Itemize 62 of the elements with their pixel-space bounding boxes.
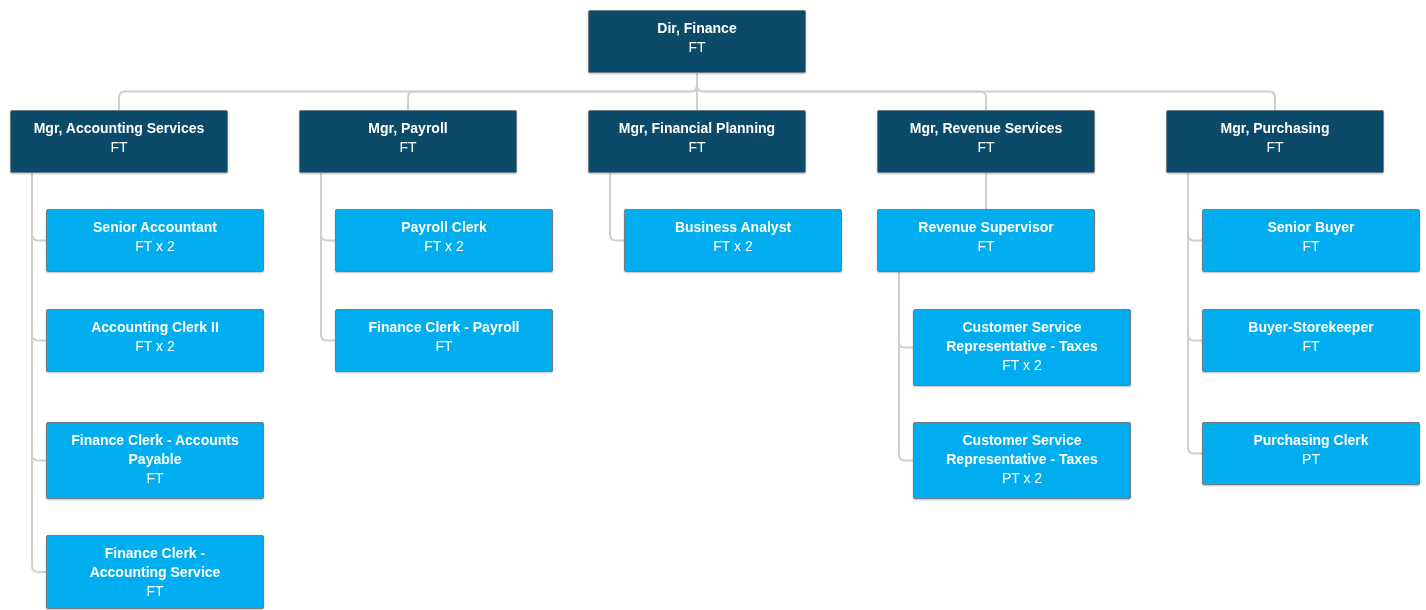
employment-status: FT x 2 (134, 237, 176, 256)
employment-status: FT (1301, 337, 1321, 356)
job-title: Payroll Clerk (400, 218, 488, 237)
job-title: Customer Service Representative - Taxes (945, 318, 1099, 356)
manager-box (588, 110, 806, 173)
position-box (46, 422, 264, 499)
employment-status: FT x 2 (423, 237, 465, 256)
connector-line (985, 172, 987, 210)
employment-status: FT (687, 138, 707, 157)
employment-status: FT x 2 (1001, 356, 1043, 375)
manager-box (588, 10, 806, 73)
employment-status: FT (398, 138, 418, 157)
job-title: Mgr, Accounting Services (32, 119, 206, 138)
position-box (913, 309, 1131, 386)
position-box (913, 422, 1131, 499)
job-title: Dir, Finance (656, 19, 738, 38)
connector-line (898, 271, 914, 462)
position-box (624, 209, 842, 272)
position-box (1202, 422, 1420, 485)
employment-status: FT x 2 (712, 237, 754, 256)
position-box (46, 209, 264, 272)
manager-box (10, 110, 228, 173)
position-box (46, 535, 264, 609)
job-title: Mgr, Financial Planning (617, 119, 777, 138)
job-title: Purchasing Clerk (1252, 431, 1370, 450)
job-title: Senior Accountant (92, 218, 218, 237)
job-title: Senior Buyer (1266, 218, 1356, 237)
job-title: Customer Service Representative - Taxes (945, 431, 1099, 469)
connector-line (320, 172, 336, 342)
manager-box (1166, 110, 1384, 173)
employment-status: FT x 2 (134, 337, 176, 356)
job-title: Buyer-Storekeeper (1247, 318, 1375, 337)
job-title: Mgr, Payroll (367, 119, 449, 138)
employment-status: FT (976, 138, 996, 157)
connector-line (609, 172, 625, 242)
position-box (1202, 309, 1420, 372)
job-title: Finance Clerk - Accounting Service (88, 544, 222, 582)
job-title: Finance Clerk - Accounts Payable (70, 431, 240, 469)
job-title: Mgr, Purchasing (1219, 119, 1331, 138)
position-box (1202, 209, 1420, 272)
employment-status: PT (1301, 450, 1321, 469)
employment-status: FT (1265, 138, 1285, 157)
employment-status: FT (145, 469, 165, 488)
job-title: Finance Clerk - Payroll (367, 318, 521, 337)
job-title: Mgr, Revenue Services (908, 119, 1064, 138)
manager-box (299, 110, 517, 173)
position-box (877, 209, 1095, 272)
job-title: Business Analyst (673, 218, 793, 237)
manager-box (877, 110, 1095, 173)
employment-status: FT (1301, 237, 1321, 256)
job-title: Accounting Clerk II (90, 318, 220, 337)
employment-status: FT (109, 138, 129, 157)
employment-status: FT (434, 337, 454, 356)
employment-status: FT (145, 582, 165, 601)
position-box (46, 309, 264, 372)
position-box (335, 209, 553, 272)
employment-status: PT x 2 (1000, 469, 1044, 488)
employment-status: FT (976, 237, 996, 256)
job-title: Revenue Supervisor (917, 218, 1055, 237)
employment-status: FT (687, 38, 707, 57)
connector-line (1187, 172, 1203, 455)
position-box (335, 309, 553, 372)
